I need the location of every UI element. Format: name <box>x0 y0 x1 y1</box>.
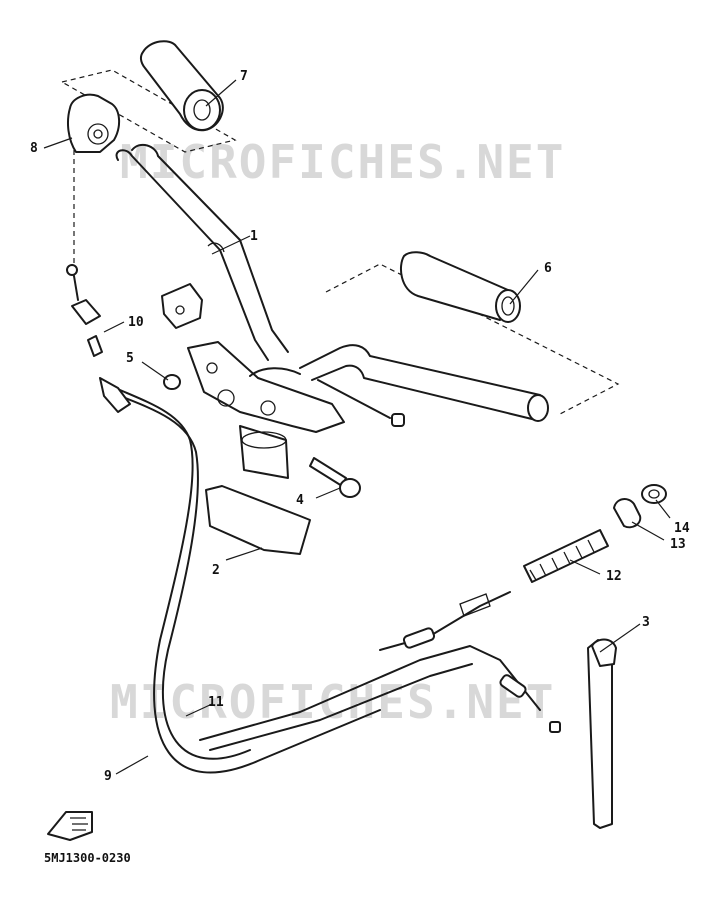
callout-10: 10 <box>128 315 144 330</box>
callout-11: 11 <box>208 695 224 710</box>
part-4-bolt <box>309 457 361 498</box>
callout-6: 6 <box>544 261 552 276</box>
part-10-screw <box>66 264 103 357</box>
part-2-cover <box>205 485 311 555</box>
part-6-grip-right <box>325 251 620 415</box>
callout-13: 13 <box>670 537 686 552</box>
watermark-bottom: MICROFICHES.NET <box>110 675 555 729</box>
part-3-cable-tie <box>587 638 617 829</box>
callout-14: 14 <box>674 521 690 536</box>
part-7-grip-upper <box>60 40 237 153</box>
watermark-top: MICROFICHES.NET <box>120 135 565 189</box>
callout-5: 5 <box>126 351 134 366</box>
part-12-spring <box>523 529 609 583</box>
diagram-code: 5MJ1300-0230 <box>44 851 131 865</box>
part-8-throttle-housing <box>67 93 120 270</box>
part-13-collar <box>613 498 642 529</box>
callout-12: 12 <box>606 569 622 584</box>
part-5-bolt <box>163 374 181 390</box>
callout-9: 9 <box>104 769 112 784</box>
callout-2: 2 <box>212 563 220 578</box>
part-9-throttle-cable <box>99 377 381 774</box>
leader-lines <box>43 79 671 775</box>
part-14-cap <box>641 484 667 504</box>
part-handlebar-holder <box>187 341 345 479</box>
front-direction-arrow-icon <box>47 811 93 841</box>
callout-4: 4 <box>296 493 304 508</box>
part-11-clutch-cable <box>199 591 561 751</box>
part-bar-bracket <box>161 283 203 329</box>
callout-8: 8 <box>30 141 38 156</box>
callout-3: 3 <box>642 615 650 630</box>
part-1-handlebar <box>115 143 549 422</box>
callout-1: 1 <box>250 229 258 244</box>
cable-end-right <box>317 379 405 427</box>
callout-7: 7 <box>240 69 248 84</box>
